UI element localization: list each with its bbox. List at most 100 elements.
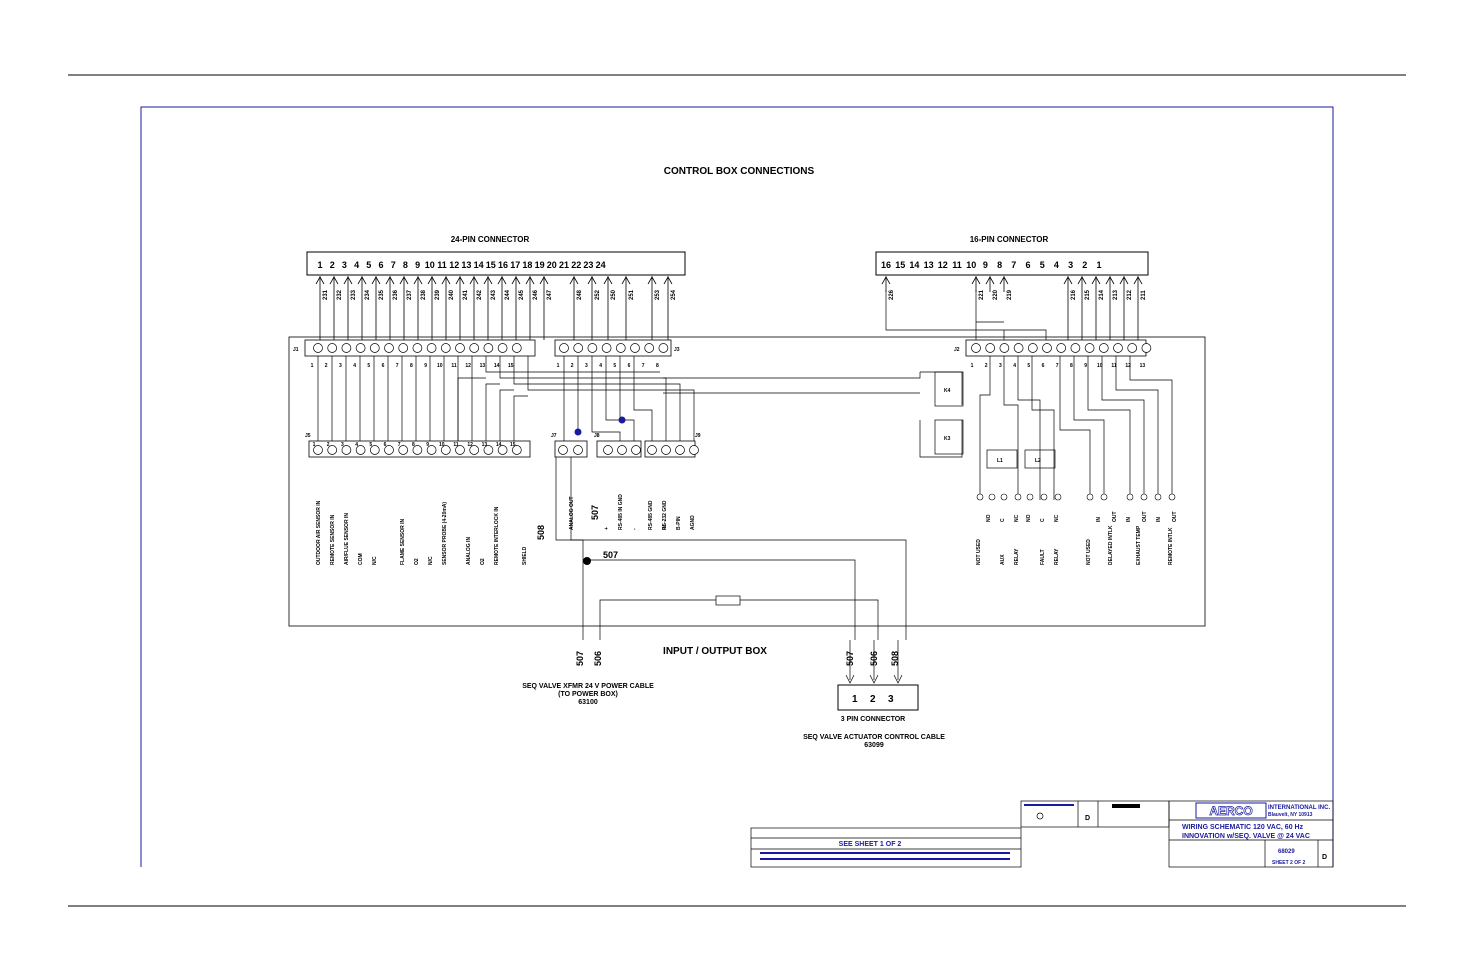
terminal-number: 8 [410,363,413,369]
company-logo: AERCO [1209,804,1252,818]
connector24-pin: 1 [317,260,322,270]
wire-drop [603,276,613,340]
j9-signal-label: AGND [690,515,696,530]
connector24-pin: 4 [354,260,359,270]
connector24-pin: 7 [391,260,396,270]
wire-drop [985,276,995,292]
terminal-number: 15 [508,363,514,369]
wire-number: 244 [505,289,511,300]
terminal-number: 8 [1070,363,1073,369]
terminal-screw [426,343,437,353]
terminal-screw [1141,343,1152,353]
wire-number: 231 [323,289,329,300]
j2-signal-label: FAULT [1040,549,1046,565]
terminal-number: 7 [398,442,401,448]
wire-number: 235 [379,289,385,300]
connector24-pin: 13 [461,260,471,270]
j5-signal-label: REMOTE INTERLOCK IN [494,506,500,565]
wire-drop [315,276,325,340]
relay-k3 [934,419,964,455]
connector3-label: 3 PIN CONNECTOR [841,716,905,723]
terminal-number: 1 [971,363,974,369]
terminal-screw [573,343,584,353]
terminal-number: 2 [327,442,330,448]
terminal-screw [497,445,508,455]
terminal-screw [647,445,657,455]
wire-number: 215 [1085,289,1091,300]
terminal-screw [615,343,626,353]
terminal-screw [469,343,480,353]
connector24-pin: 23 [583,260,593,270]
wire-number: 243 [491,289,497,300]
junction-dot [618,416,626,424]
wire-number: 214 [1099,289,1105,300]
wire-label: 506 [593,651,603,666]
drawing-number: 68029 [1278,849,1295,855]
connector16-pin: 6 [1025,260,1030,270]
terminal-number: 5 [613,363,616,369]
terminal-screw [384,445,394,455]
wire-drop [469,276,479,340]
terminal-number: 13 [480,363,486,369]
wire-number: 248 [577,289,583,300]
wire-drop [343,276,353,340]
j5-signal-label: OUTDOOR AIR SENSOR IN [316,500,322,565]
wire-drop [371,276,381,340]
terminal-number: 1 [313,442,316,448]
wire-number: 226 [889,289,895,300]
terminal-number: 4 [599,363,602,369]
power-cable-sub: (TO POWER BOX) [558,691,618,698]
connector24-pin: 10 [425,260,435,270]
connector24-pin: 11 [437,260,447,270]
terminal-screw [369,343,380,353]
terminal-screw [355,343,366,353]
j5-signal-label: SENSOR PROBE (4-20mA) [442,502,448,565]
terminal-screw [1027,343,1038,353]
j8-signal-label: - [632,528,638,530]
diagram-title: CONTROL BOX CONNECTIONS [664,166,815,177]
wire-number: 253 [655,289,661,300]
j8-label: J8 [594,433,600,439]
terminal-screw [469,445,480,455]
terminal-screw [398,445,409,455]
wire-number: 251 [629,289,635,300]
wire-number: 234 [365,289,371,300]
terminal-screw [412,343,423,353]
wire-number: 254 [671,289,677,300]
wire-drop [427,276,437,340]
title-block [750,800,1334,868]
contact-terminal [1054,493,1062,501]
j2-signal-label: REMOTE INTLK [1168,527,1174,565]
terminal-screw [511,445,522,455]
terminal-screw [1113,343,1123,353]
terminal-screw [497,343,508,353]
terminal-number: 3 [999,363,1002,369]
j7-signal-label: ANALOG OUT [569,496,575,530]
terminal-screw [511,343,522,353]
wire-number: 237 [407,289,413,300]
contact-label: C [1000,518,1006,522]
connector24-pin: 17 [510,260,520,270]
j1-label: J1 [293,347,299,353]
wire-number: 213 [1113,289,1119,300]
connector16-pin: 1 [1096,260,1101,270]
terminal-screw [313,343,323,353]
relay-coil-l2-label: L2 [1035,458,1041,464]
wire-label: 507 [575,651,585,666]
connector24-pin: 3 [342,260,347,270]
terminal-screw [631,445,641,455]
terminal-number: 6 [628,363,631,369]
j2-signal-label: RELAY [1014,548,1020,565]
wire-label: 507 [590,505,600,520]
contact-terminal [1040,493,1048,501]
terminal-screw [603,445,613,455]
see-sheet-note: SEE SHEET 1 OF 2 [839,841,902,848]
terminal-number: 11 [451,363,457,369]
terminal-number: 5 [369,442,372,448]
terminal-screw [1098,343,1109,353]
io-label: OUT [1172,511,1178,522]
wire-drop [455,276,465,340]
wire-drop [569,276,579,340]
